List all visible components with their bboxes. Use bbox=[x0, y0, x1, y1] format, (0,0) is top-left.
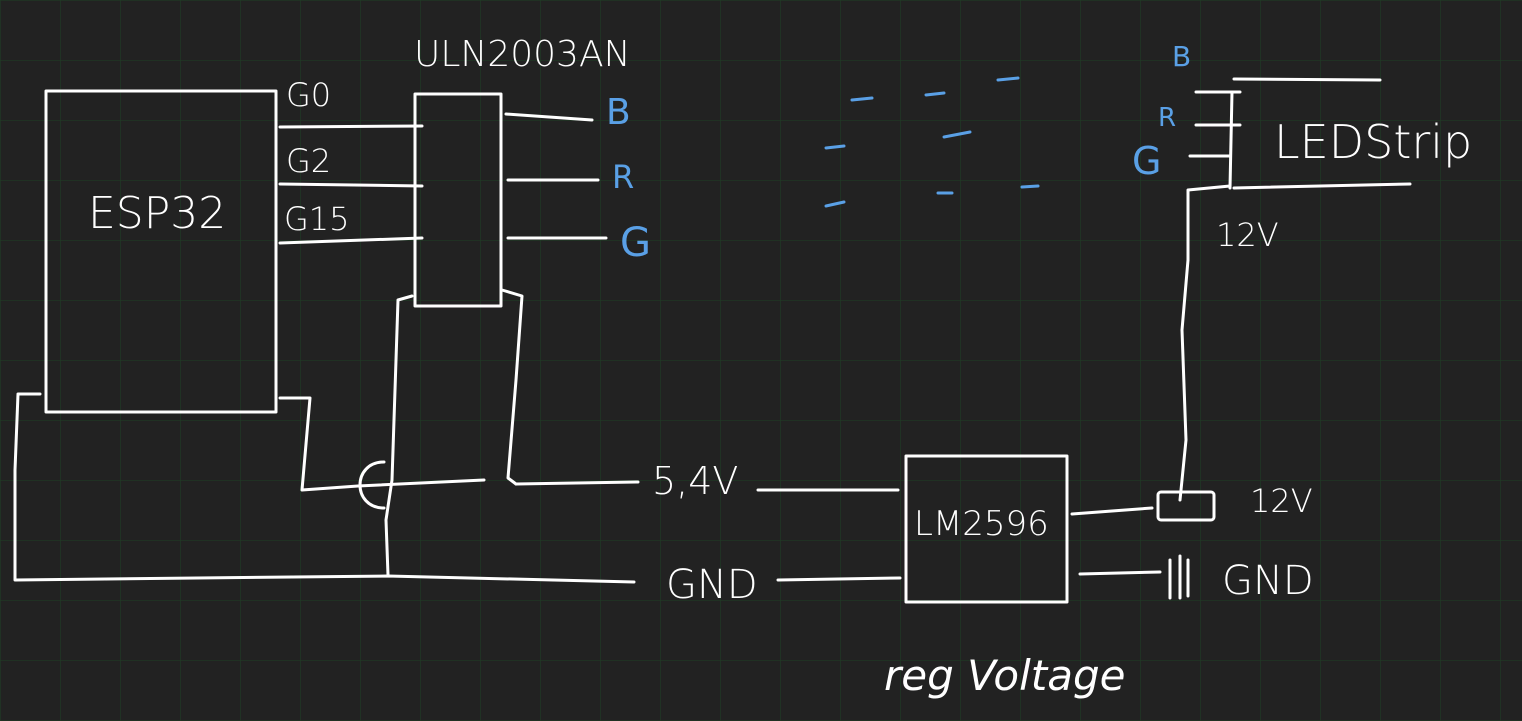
gnd-terminal bbox=[1078, 554, 1190, 600]
pin-label-g15: G15 bbox=[284, 200, 350, 238]
wire-g0 bbox=[278, 124, 424, 129]
rail-5v-label: 5,4V bbox=[652, 459, 738, 503]
wire-driver-vcc-leg bbox=[500, 288, 524, 486]
led-strip-pins bbox=[1188, 90, 1242, 158]
rail-gnd-right-label: GND bbox=[1222, 558, 1314, 604]
led-strip-top-edge bbox=[1232, 77, 1382, 82]
led-strip-label: LEDStrip bbox=[1274, 115, 1472, 169]
led-supply-label: 12V bbox=[1216, 216, 1279, 254]
wire-g15 bbox=[278, 236, 424, 245]
lm2596-box bbox=[904, 454, 1069, 604]
wire-gnd-bus bbox=[13, 392, 636, 584]
led-input-b-label: B bbox=[1172, 40, 1191, 73]
esp32-box bbox=[44, 89, 278, 414]
wire-12v-input bbox=[1070, 506, 1154, 516]
wire-vcc-bus-right bbox=[514, 480, 640, 486]
rail-gnd-left-label: GND bbox=[666, 562, 758, 608]
led-strip-bottom-edge bbox=[1232, 182, 1412, 190]
esp32-label: ESP32 bbox=[88, 188, 226, 239]
wire-12v-to-strip bbox=[1178, 184, 1232, 502]
pin-label-g0: G0 bbox=[286, 76, 331, 114]
barrel-connector-12v bbox=[1156, 490, 1216, 522]
uln2003-box bbox=[413, 92, 503, 308]
pin-label-g2: G2 bbox=[286, 142, 331, 180]
led-input-r-label: R bbox=[1158, 103, 1176, 133]
wire-g2 bbox=[278, 182, 424, 188]
wire-vcc-bus-left bbox=[356, 478, 486, 488]
lm2596-label: LM2596 bbox=[914, 504, 1049, 544]
driver-output-r-label: R bbox=[612, 158, 634, 196]
wire-out-b bbox=[504, 112, 594, 122]
wire-esp32-vcc bbox=[278, 396, 360, 492]
driver-output-b-label: B bbox=[606, 92, 631, 133]
driver-output-g-label: G bbox=[620, 220, 651, 266]
wire-driver-gnd-leg bbox=[384, 294, 414, 577]
dashed-connection-hint bbox=[824, 76, 1040, 208]
uln2003-driver: ULN2003AN bbox=[413, 34, 631, 308]
regulator-caption: reg Voltage bbox=[884, 651, 1125, 700]
esp32-module: ESP32 G0 G2 G15 bbox=[44, 76, 350, 414]
lm2596-regulator: LM2596 reg Voltage bbox=[884, 454, 1125, 700]
rail-12v-label: 12V bbox=[1250, 482, 1313, 520]
led-strip: LEDStrip B R G 12V bbox=[1132, 40, 1472, 254]
wire-gnd-to-regulator bbox=[776, 576, 902, 582]
led-input-g-label: G bbox=[1132, 139, 1161, 183]
led-strip-connector bbox=[1228, 90, 1234, 190]
uln2003-label: ULN2003AN bbox=[414, 34, 631, 75]
